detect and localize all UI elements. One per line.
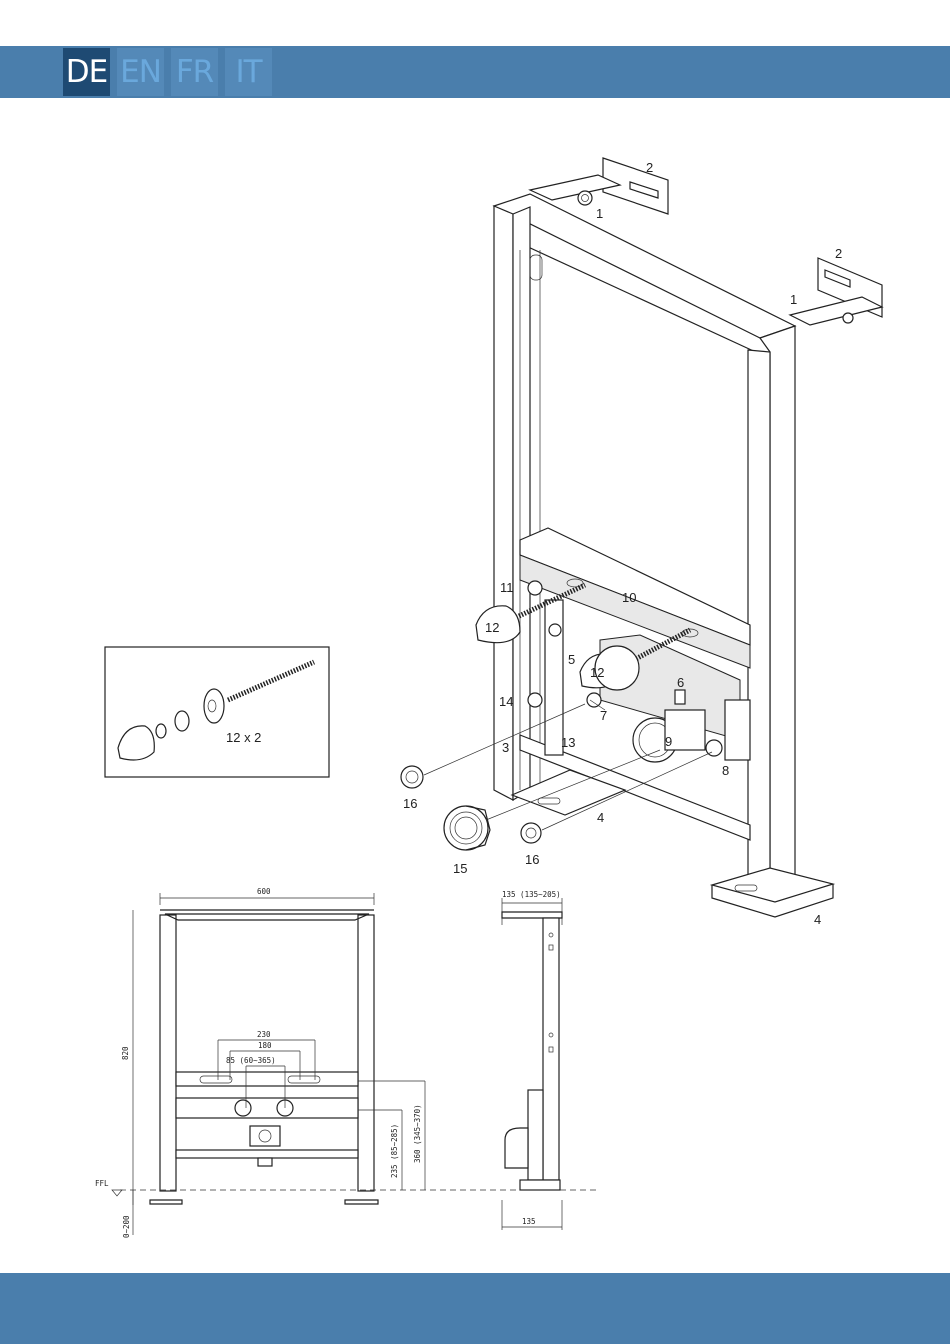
dim-floor: 0~200 [122, 1215, 131, 1238]
dim-360: 360 (345~370) [413, 1104, 422, 1163]
callout-2b: 2 [835, 246, 842, 261]
dim-depth-top: 135 (135~205) [502, 890, 561, 899]
footer-bar [0, 1273, 950, 1344]
detail-inset: 12 x 2 [105, 647, 329, 777]
callout-9: 9 [665, 734, 672, 749]
dim-width-600: 600 [257, 887, 271, 896]
ffl-label: FFL [95, 1179, 109, 1188]
wall-bracket-right [790, 258, 882, 325]
dim-85: 85 (60~365) [226, 1056, 276, 1065]
callout-3: 3 [502, 740, 509, 755]
callout-12a: 12 [485, 620, 499, 635]
plug-16b [521, 823, 541, 843]
callout-4a: 4 [597, 810, 604, 825]
callout-14: 14 [499, 694, 513, 709]
dim-180: 180 [258, 1041, 272, 1050]
dim-235: 235 (85~285) [390, 1124, 399, 1178]
callout-16a: 16 [403, 796, 417, 811]
callout-2a: 2 [646, 160, 653, 175]
top-rail [494, 194, 795, 338]
dim-height-820: 820 [121, 1046, 130, 1060]
dim-depth-bottom: 135 [522, 1217, 536, 1226]
callout-12b: 12 [590, 665, 604, 680]
callout-16b: 16 [525, 852, 539, 867]
callout-5: 5 [568, 652, 575, 667]
callout-6: 6 [677, 675, 684, 690]
left-upright [494, 206, 513, 800]
callout-8: 8 [722, 763, 729, 778]
frame-illustration [401, 158, 882, 917]
plug-16a [401, 766, 423, 788]
side-elevation: 135 (135~205) 135 [502, 890, 562, 1230]
seal-15 [444, 806, 490, 850]
foot-plate-right [712, 868, 833, 902]
callout-1b: 1 [790, 292, 797, 307]
callout-15: 15 [453, 861, 467, 876]
inset-label: 12 x 2 [226, 730, 261, 745]
callout-10: 10 [622, 590, 636, 605]
callout-13: 13 [561, 735, 575, 750]
callout-4b: 4 [814, 912, 821, 927]
callout-7: 7 [600, 708, 607, 723]
callout-1a: 1 [596, 206, 603, 221]
dim-230: 230 [257, 1030, 271, 1039]
callout-11: 11 [500, 580, 514, 595]
